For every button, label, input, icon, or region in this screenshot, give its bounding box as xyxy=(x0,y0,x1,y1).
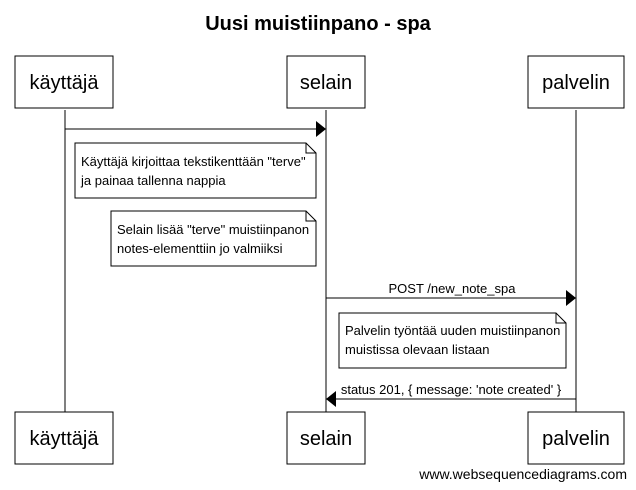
note-line: muistissa olevaan listaan xyxy=(345,342,490,357)
note-line: Selain lisää "terve" muistiinpanon xyxy=(117,222,309,237)
participant-label: käyttäjä xyxy=(30,72,100,94)
note-line: ja painaa tallenna nappia xyxy=(80,173,226,188)
message-arrow-3: status 201, { message: 'note created' } xyxy=(326,382,576,407)
participant-label: käyttäjä xyxy=(30,428,100,450)
participant-selain-top: selain xyxy=(286,55,366,109)
message-label: POST /new_note_spa xyxy=(389,281,517,296)
note-2: Selain lisää "terve" muistiinpanon notes… xyxy=(110,210,317,267)
participant-label: selain xyxy=(300,428,352,450)
participant-label: palvelin xyxy=(542,428,610,450)
participant-palvelin-top: palvelin xyxy=(527,55,625,109)
message-label: status 201, { message: 'note created' } xyxy=(341,382,562,397)
participant-selain-bottom: selain xyxy=(286,411,366,465)
message-arrow-2: POST /new_note_spa xyxy=(326,281,576,306)
note-line: Palvelin työntää uuden muistiinpanon xyxy=(345,323,560,338)
participant-label: palvelin xyxy=(542,72,610,94)
participant-kayttaja-bottom: käyttäjä xyxy=(14,411,114,465)
note-line: notes-elementtiin jo valmiiksi xyxy=(117,241,283,256)
participant-label: selain xyxy=(300,72,352,94)
diagram-title: Uusi muistiinpano - spa xyxy=(205,13,431,35)
note-line: Käyttäjä kirjoittaa tekstikenttään "terv… xyxy=(81,154,306,169)
note-3: Palvelin työntää uuden muistiinpanon mui… xyxy=(338,312,567,369)
participant-palvelin-bottom: palvelin xyxy=(527,411,625,465)
participant-kayttaja-top: käyttäjä xyxy=(14,55,114,109)
note-1: Käyttäjä kirjoittaa tekstikenttään "terv… xyxy=(74,142,317,199)
footer-watermark: www.websequencediagrams.com xyxy=(418,466,627,482)
message-arrow-1 xyxy=(65,121,326,137)
